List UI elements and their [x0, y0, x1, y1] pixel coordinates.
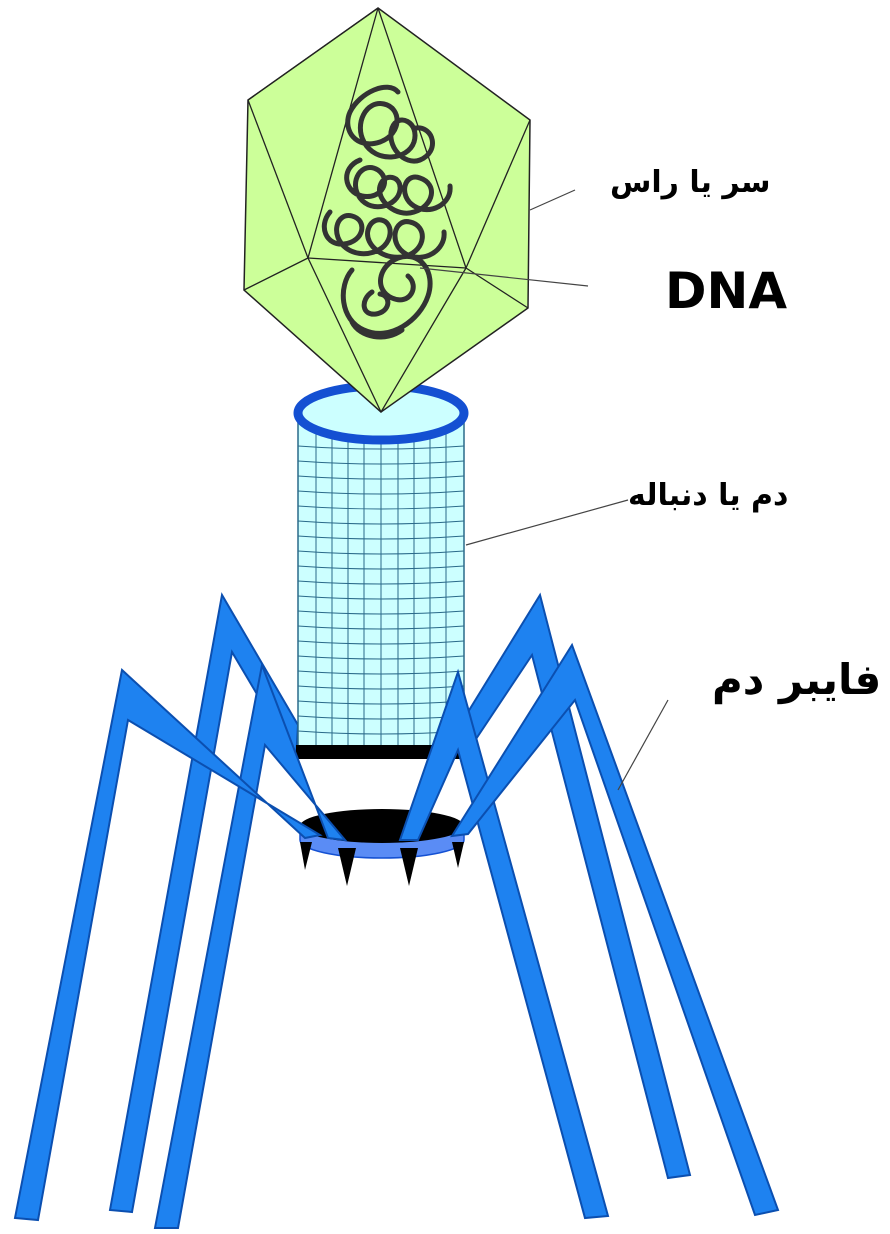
tail-sheath — [296, 412, 466, 759]
capsid — [244, 8, 530, 412]
tail-label: دم یا دنباله — [628, 478, 788, 513]
head-label: سر یا راس — [610, 165, 771, 200]
spike — [338, 848, 356, 886]
capsid-head — [244, 8, 530, 412]
tail-fiber-label: فایبر دم — [712, 655, 881, 704]
spike — [452, 842, 464, 868]
leader-line-head — [530, 190, 575, 210]
spike — [300, 842, 312, 870]
spike — [400, 848, 418, 886]
leader-line-tail — [466, 500, 628, 545]
dna-label: DNA — [665, 262, 787, 320]
leader-line-fiber — [618, 700, 668, 790]
